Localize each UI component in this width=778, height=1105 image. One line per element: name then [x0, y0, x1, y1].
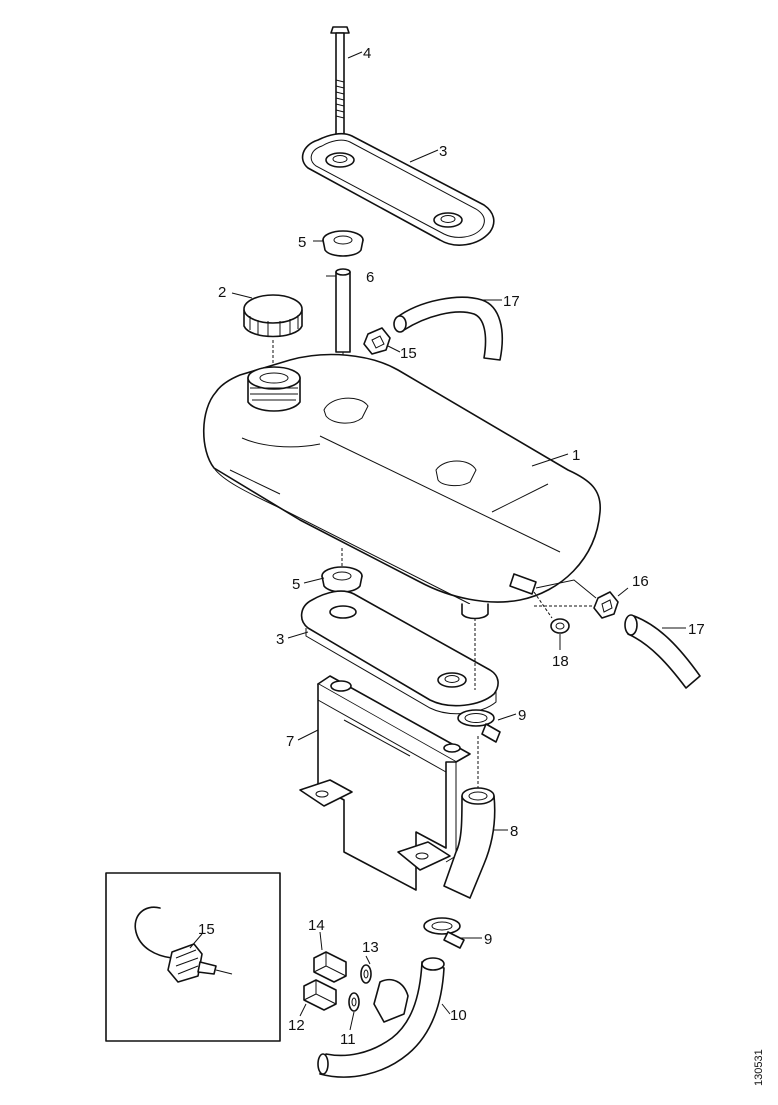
washer-part-13: [360, 964, 372, 984]
connector-part-16: [534, 579, 619, 619]
hose-part-8: [443, 736, 496, 899]
callout-12: 12: [288, 1017, 305, 1034]
connector-part-15-top: [363, 327, 391, 355]
inset-box: [105, 872, 281, 1042]
callout-15-inset: 15: [198, 921, 215, 938]
callout-13: 13: [362, 939, 379, 956]
callout-18: 18: [552, 653, 569, 670]
hose-clamp-part-9-lower: [423, 917, 465, 949]
elbow-fitting-mid: [373, 978, 409, 1023]
callout-5-top: 5: [298, 234, 306, 251]
callout-5-bottom: 5: [292, 576, 300, 593]
elbow-hose-part-10: [317, 957, 445, 1078]
callout-9-upper: 9: [518, 707, 526, 724]
callout-15-top: 15: [400, 345, 417, 362]
callout-9-lower: 9: [484, 931, 492, 948]
grommet-part-5-top: [322, 230, 364, 257]
fitting-part-14: [313, 951, 347, 983]
callout-3-top: 3: [439, 143, 447, 160]
callout-3-bottom: 3: [276, 631, 284, 648]
bracket-part-7: [299, 675, 471, 891]
callout-1: 1: [572, 447, 580, 464]
upper-plate-part-3: [301, 132, 495, 246]
hose-part-17-top: [393, 296, 504, 361]
fuel-tank-part-1: [202, 353, 601, 620]
callout-labels: 4 3 5 6 2 17 15 1 5 3 16 17 18 9 7 8 9 1…: [198, 45, 765, 1086]
callout-2: 2: [218, 284, 226, 301]
fitting-part-12: [303, 979, 337, 1011]
callout-8: 8: [510, 823, 518, 840]
callout-10: 10: [450, 1007, 467, 1024]
filler-cap-part-2: [243, 294, 303, 372]
callout-11: 11: [340, 1031, 356, 1048]
leader-lines: [189, 51, 686, 1031]
callout-7: 7: [286, 733, 294, 750]
callout-14: 14: [308, 917, 325, 934]
callout-16: 16: [632, 573, 649, 590]
callout-4: 4: [363, 45, 371, 62]
washer-part-11: [348, 992, 360, 1012]
lower-plate-part-3: [300, 590, 499, 715]
hose-clamp-part-9-upper: [457, 709, 501, 743]
bolt-part-4: [330, 26, 350, 152]
callout-17-top: 17: [503, 293, 520, 310]
figure-code: 130531: [753, 1049, 765, 1086]
callout-6: 6: [366, 269, 374, 286]
spacer-tube-part-6: [335, 268, 351, 362]
grommet-part-5-bottom: [321, 548, 363, 593]
hose-part-17-right: [624, 614, 701, 689]
fitting-part-18: [533, 591, 570, 634]
callout-17-right: 17: [688, 621, 705, 638]
